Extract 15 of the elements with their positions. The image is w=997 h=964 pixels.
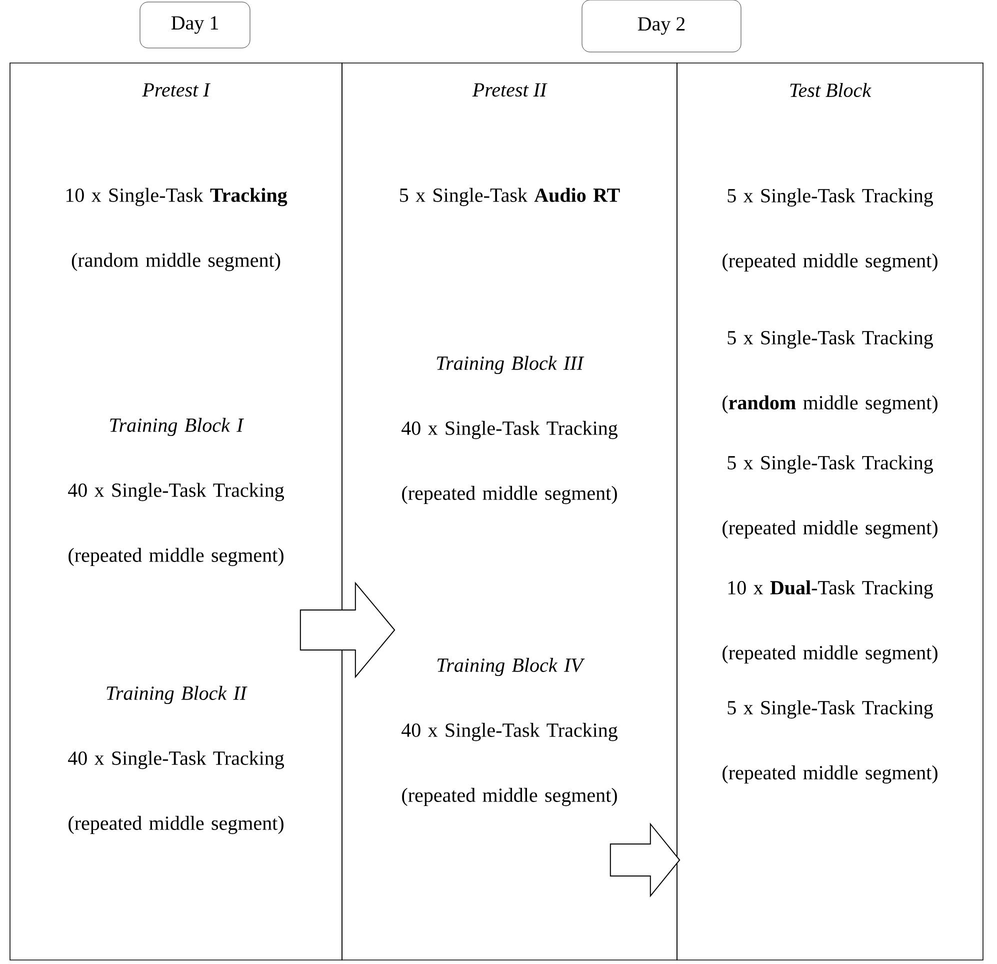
day-tab: Day 2 bbox=[582, 0, 742, 52]
task-text: 5 x Single-Task Tracking (repeated middle segment) bbox=[722, 700, 938, 784]
task-text: 5 x Single-Task Audio RT bbox=[400, 188, 620, 206]
task-text: Training Block IV 40 x Single-Task Tracking (repeated middle segment) bbox=[402, 658, 618, 806]
task-text: 5 x Single-Task Tracking (random middle segment) bbox=[722, 330, 938, 414]
task-text: Training Block III 40 x Single-Task Tracking (repeated middle segment) bbox=[402, 356, 618, 504]
day-tab: Day 1 bbox=[140, 2, 250, 48]
task-text: Training Block II 40 x Single-Task Tracking (repeated middle segment) bbox=[68, 686, 284, 834]
block-arrow bbox=[610, 822, 680, 898]
task-text: 10 x Dual-Task Tracking (repeated middle segment) bbox=[722, 580, 938, 664]
task-text: Training Block I 40 x Single-Task Tracking (repeated middle segment) bbox=[68, 418, 284, 566]
task-text: 5 x Single-Task Tracking (repeated middle segment) bbox=[722, 455, 938, 539]
task-text: 5 x Single-Task Tracking (repeated middle segment) bbox=[722, 188, 938, 272]
block-arrow bbox=[300, 582, 396, 678]
task-text: 10 x Single-Task Tracking (random middle segment) bbox=[66, 188, 288, 272]
